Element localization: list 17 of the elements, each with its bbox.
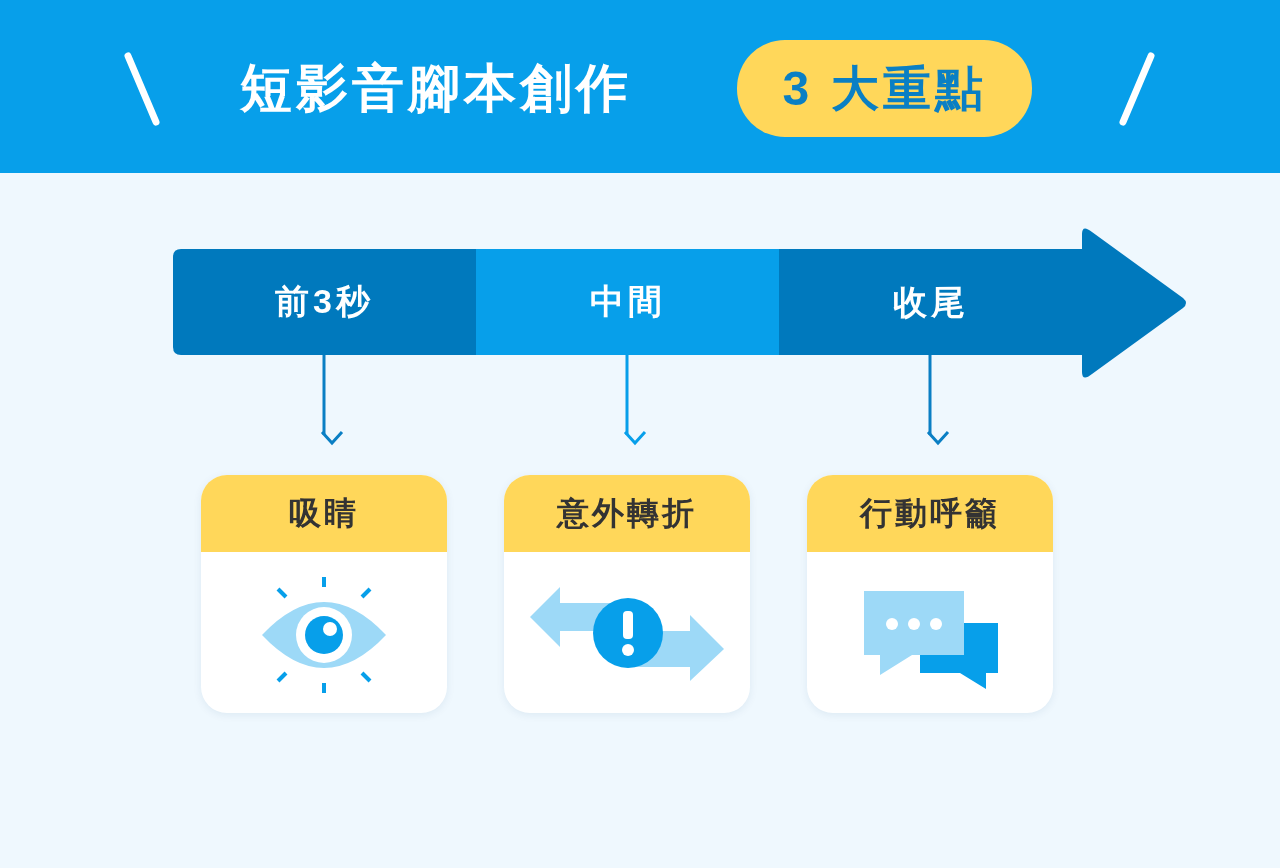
card-title: 吸睛 xyxy=(289,493,359,533)
arrow xyxy=(623,355,647,445)
arrow-segment xyxy=(779,228,1187,378)
card-title: 意外轉折 xyxy=(557,493,697,533)
segment-label: 收尾 xyxy=(892,282,969,323)
title: 短影音腳本創作 xyxy=(240,58,632,119)
card-title: 行動呼籲 xyxy=(860,493,1000,533)
segment-label: 前3秒 xyxy=(275,281,374,322)
segment-label: 中間 xyxy=(589,281,666,322)
card xyxy=(504,475,750,713)
card xyxy=(201,475,447,713)
timeline-segment xyxy=(476,249,779,355)
highlight-badge: 3 大重點 xyxy=(737,40,1032,137)
card xyxy=(807,475,1053,713)
timeline-segment xyxy=(173,249,476,355)
arrow xyxy=(320,355,344,445)
arrow xyxy=(926,355,950,445)
